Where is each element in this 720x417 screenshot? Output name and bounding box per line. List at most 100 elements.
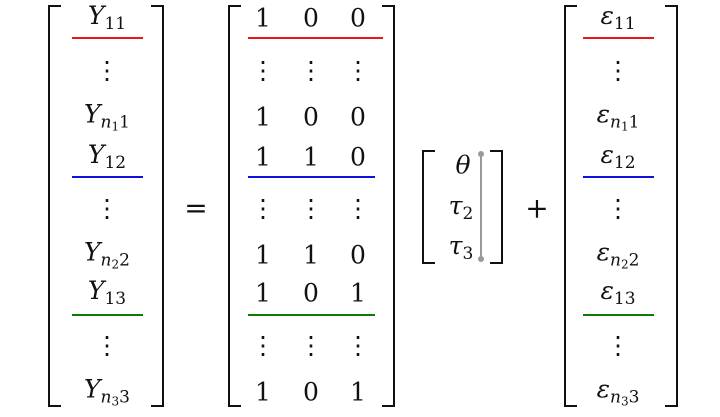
subscript-n: n: [610, 250, 621, 271]
separator-dot-top: [478, 151, 484, 157]
lhs-subscript: 12: [104, 153, 126, 173]
matrix-cell: 0: [303, 278, 319, 308]
params-left-bracket: [422, 150, 435, 264]
subscript-group: 3: [119, 387, 130, 408]
param-subscript: 3: [462, 244, 474, 264]
matrix-cell: ⋮: [298, 330, 324, 360]
lhs-symbol: Y: [87, 276, 105, 305]
subscript-n-index: 3: [111, 394, 120, 409]
lhs-subscript: n22: [101, 251, 130, 271]
lhs-left-bracket: [48, 5, 61, 407]
subscript-n-index: 1: [111, 119, 120, 134]
matrix-cell: 1: [303, 240, 319, 270]
error-entry: εn22: [597, 240, 640, 271]
errors-right-bracket: [665, 5, 678, 407]
matrix-cell: ⋮: [298, 55, 324, 85]
error-symbol: ε: [600, 276, 614, 305]
lhs-symbol: Y: [84, 374, 101, 404]
param-entry: τ3: [449, 233, 474, 263]
param-symbol: τ: [448, 231, 463, 260]
lhs-subscript: n33: [101, 388, 130, 408]
group-divider-line: [72, 176, 143, 178]
error-symbol: ε: [600, 140, 614, 169]
error-symbol: ε: [600, 1, 614, 30]
lhs-symbol: Y: [84, 99, 101, 129]
matrix-cell: 1: [255, 3, 271, 33]
lhs-right-bracket: [151, 5, 164, 407]
group-divider-line: [248, 37, 383, 39]
error-subscript: n22: [610, 251, 639, 271]
group-divider-line: [248, 314, 375, 316]
subscript-group: 1: [628, 112, 640, 133]
subscript-group: 2: [119, 250, 130, 271]
matrix-cell: 0: [303, 102, 319, 132]
subscript-text: 13: [104, 289, 127, 309]
error-symbol: ε: [596, 374, 610, 404]
matrix-cell: 0: [303, 3, 319, 33]
matrix-cell: 1: [255, 142, 271, 172]
equals-sign: =: [184, 191, 208, 225]
group-divider-line: [72, 37, 143, 39]
error-entry: ε12: [600, 142, 635, 172]
lhs-symbol: Y: [84, 237, 101, 267]
subscript-n-index: 3: [620, 394, 629, 409]
param-entry: τ2: [449, 193, 474, 223]
subscript-text: 12: [613, 153, 636, 173]
matrix-cell: 1: [303, 142, 319, 172]
error-entry: ⋮: [606, 58, 631, 83]
plus-sign: +: [525, 191, 549, 225]
subscript-text: 11: [613, 14, 636, 34]
error-subscript: n11: [610, 113, 639, 133]
group-divider-line: [583, 37, 654, 39]
matrix-cell: 0: [350, 240, 366, 270]
lhs-entry: Y13: [88, 278, 126, 308]
matrix-right-bracket: [382, 5, 395, 407]
lhs-entry: Y12: [88, 142, 126, 172]
subscript-n-index: 2: [620, 257, 629, 272]
params-separator-line: [480, 154, 482, 260]
matrix-cell: 0: [350, 142, 366, 172]
matrix-cell: 0: [350, 3, 366, 33]
error-subscript: 12: [614, 153, 636, 173]
param-entry: θ: [455, 153, 470, 178]
param-subscript: 2: [462, 204, 474, 224]
subscript-n: n: [100, 250, 112, 271]
matrix-cell: 1: [255, 278, 271, 308]
matrix-cell: 0: [303, 377, 319, 407]
lhs-entry: ⋮: [95, 58, 120, 83]
subscript-text: 12: [104, 153, 127, 173]
group-divider-line: [248, 176, 375, 178]
group-divider-line: [583, 176, 654, 178]
matrix-cell: 1: [255, 102, 271, 132]
lhs-entry: ⋮: [95, 196, 120, 221]
matrix-cell: 1: [255, 377, 271, 407]
subscript-n: n: [610, 112, 621, 133]
group-divider-line: [583, 314, 654, 316]
group-divider-line: [72, 314, 143, 316]
lhs-entry: Yn22: [84, 240, 130, 271]
subscript-n: n: [100, 112, 112, 133]
error-symbol: ε: [596, 99, 610, 129]
matrix-cell: ⋮: [345, 193, 371, 223]
matrix-cell: ⋮: [345, 330, 371, 360]
lhs-entry: Yn33: [84, 377, 130, 408]
matrix-cell: 1: [350, 377, 366, 407]
matrix-cell: 1: [255, 240, 271, 270]
subscript-text: 11: [104, 14, 127, 34]
error-entry: ε13: [600, 278, 635, 308]
error-symbol: ε: [596, 237, 610, 267]
subscript-n-index: 1: [620, 119, 629, 134]
subscript-text: 13: [613, 289, 636, 309]
error-entry: ε11: [600, 3, 635, 33]
param-symbol: θ: [455, 150, 471, 180]
matrix-cell: ⋮: [298, 193, 324, 223]
matrix-left-bracket: [228, 5, 241, 407]
lhs-entry: Yn11: [84, 102, 130, 133]
params-right-bracket: [490, 150, 503, 264]
error-entry: εn33: [597, 377, 640, 408]
vdots: ⋮: [605, 193, 631, 223]
vdots: ⋮: [605, 330, 631, 360]
lhs-entry: ⋮: [95, 333, 120, 358]
subscript-n-index: 2: [111, 257, 120, 272]
